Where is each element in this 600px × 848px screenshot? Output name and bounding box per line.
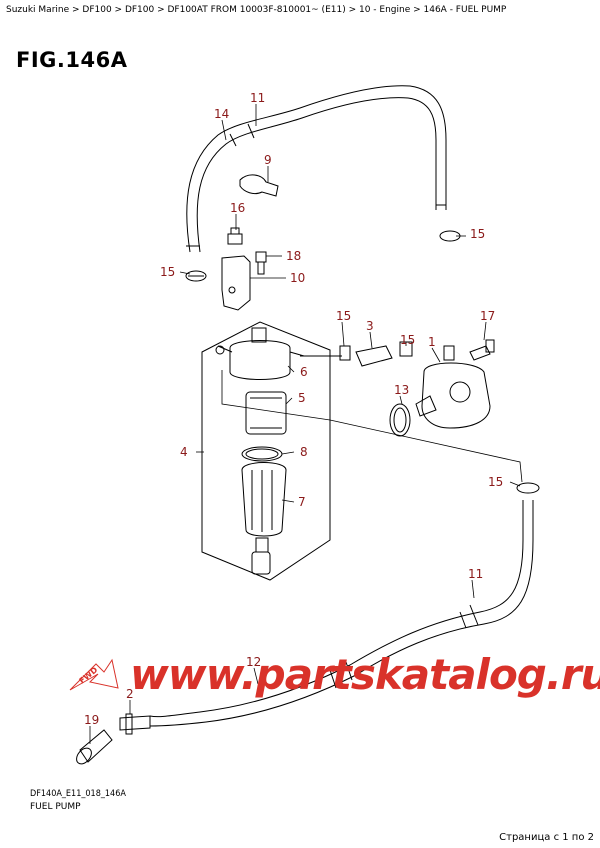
callout-15-lower-right: 15 xyxy=(488,475,503,489)
footer-name: FUEL PUMP xyxy=(30,802,81,812)
callout-11-lower: 11 xyxy=(468,567,483,581)
callout-7: 7 xyxy=(298,495,306,509)
callout-15-pump: 15 xyxy=(400,333,415,347)
figure-title: FIG.146A xyxy=(16,48,128,72)
callout-14: 14 xyxy=(214,107,229,121)
filter-assembly-frame xyxy=(201,321,331,581)
breadcrumb: Suzuki Marine > DF100 > DF100 > DF100AT … xyxy=(6,5,507,15)
callout-9: 9 xyxy=(264,153,272,167)
callout-12: 12 xyxy=(246,655,261,669)
upper-fuel-hose xyxy=(186,85,447,253)
callout-18: 18 xyxy=(286,249,301,263)
callout-4: 4 xyxy=(180,445,188,459)
callout-1: 1 xyxy=(428,335,436,349)
watermark: www.partskatalog.ru xyxy=(130,650,600,699)
callout-15-upper-right: 15 xyxy=(470,227,485,241)
callout-5: 5 xyxy=(298,391,306,405)
callout-10: 10 xyxy=(290,271,305,285)
fuel-pump-body xyxy=(421,362,491,429)
callout-11-upper: 11 xyxy=(250,91,265,105)
callout-3: 3 xyxy=(366,319,374,333)
callout-15-hose: 15 xyxy=(336,309,351,323)
callout-15-left: 15 xyxy=(160,265,175,279)
footer-code: DF140A_E11_018_146A xyxy=(30,789,126,799)
callout-16: 16 xyxy=(230,201,245,215)
callout-19: 19 xyxy=(84,713,99,727)
lower-fuel-hose xyxy=(149,500,524,718)
page-indicator: Страница с 1 по 2 xyxy=(499,832,594,843)
callout-6: 6 xyxy=(300,365,308,379)
callout-2: 2 xyxy=(126,687,134,701)
callout-13: 13 xyxy=(394,383,409,397)
callout-8: 8 xyxy=(300,445,308,459)
callout-17: 17 xyxy=(480,309,495,323)
